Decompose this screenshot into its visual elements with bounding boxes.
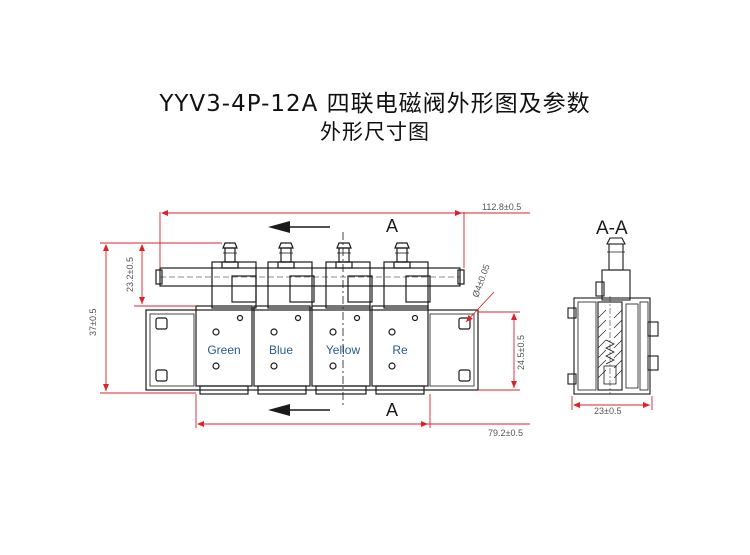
section-top-port [608,243,624,271]
barbed-port [335,242,353,269]
left-end-nipple [155,269,163,285]
top-ports [221,242,411,269]
coil-labels: Green Blue Yellow Re [207,343,408,357]
dimensions [100,210,653,428]
dim-port-diameter-label: Ø4±0.05 [470,263,491,299]
section-label-bottom: A [386,400,398,420]
dim-outer-height-label: 37±0.5 [88,309,98,336]
coil-label: Green [207,343,240,357]
bracket-inner-right [429,313,475,387]
mounting-hole [458,317,471,330]
dim-port-leader [465,291,495,323]
connector-block [347,275,373,303]
section-view [567,237,659,395]
dim-right-height-label: 24.5±0.5 [516,335,526,370]
section-valve-head [601,269,631,301]
coil-label: Blue [269,343,293,357]
section-arrow-top-icon [268,221,290,233]
coils [195,305,429,395]
dimension-labels: 112.8±0.5 79.2±0.5 37±0.5 23.2±0.5 24.5±… [88,202,621,438]
mounting-hole [458,369,471,382]
mounting-holes [155,317,471,382]
title-sub: 外形尺寸图 [320,120,430,144]
section-hatching [597,309,623,379]
connector-block [231,275,257,303]
bracket-inner-left [149,313,195,387]
dim-bottom-width-label: 79.2±0.5 [488,428,523,438]
right-end-nipple [457,269,465,285]
dim-upper-height-label: 23.2±0.5 [125,257,135,292]
valve-bodies [211,261,431,309]
section-arrows [268,221,330,416]
mounting-hole [155,317,168,330]
barbed-port [277,242,295,269]
section-frame [573,297,651,395]
coil-label: Re [392,343,408,357]
coil-label: Yellow [326,343,361,357]
section-view-title: A-A [596,218,628,239]
dim-top-width-label: 112.8±0.5 [482,202,521,212]
barbed-port [393,242,411,269]
connector-block [405,275,431,303]
section-label-top: A [386,216,398,236]
title-main: YYV3-4P-12A 四联电磁阀外形图及参数 [159,91,591,117]
connector-block [289,275,315,303]
mounting-hole [155,369,168,382]
barbed-port [221,242,239,269]
section-arrow-bottom-icon [268,404,290,416]
valve-body [211,261,257,309]
dim-side-width-label: 23±0.5 [594,406,621,416]
front-view [145,232,479,408]
section-spring [605,339,615,365]
